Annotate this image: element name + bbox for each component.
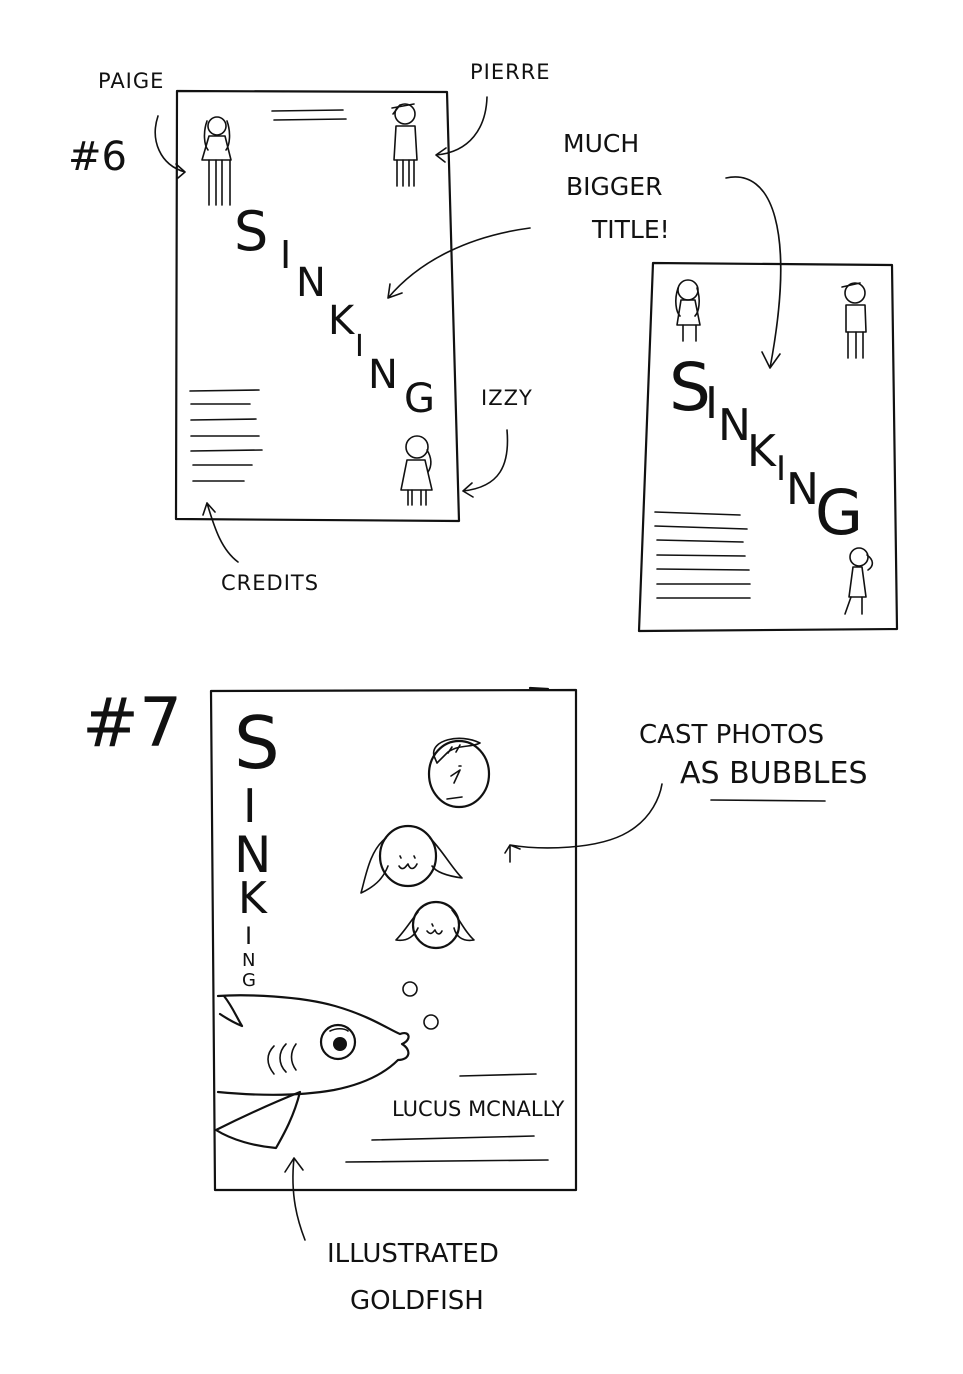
bigger-title-note: MUCH BIGGER TITLE! [563, 129, 670, 244]
title-letter: N [234, 826, 271, 884]
title-letter: N [786, 464, 819, 515]
paige-figure [201, 116, 232, 206]
note-arrow-left [387, 227, 531, 299]
title-letter: I [705, 378, 718, 429]
title-letter: I [776, 449, 786, 489]
izzy-label: IZZY [481, 386, 533, 410]
poster-6-frame [174, 89, 461, 523]
frame-mark [528, 686, 550, 691]
paige-arrow [154, 115, 186, 179]
title-letter: S [234, 200, 268, 263]
izzy-arrow [462, 429, 509, 498]
pierre-arrow [435, 96, 488, 163]
pierre-figure [391, 103, 418, 187]
poster-6-top-lines [271, 109, 347, 121]
note-line: AS BUBBLES [680, 756, 868, 791]
bubbles-arrow [504, 783, 663, 863]
cast-bubble-izzy [395, 900, 475, 950]
title-letter: I [243, 779, 257, 833]
poster-6b-pierre [841, 282, 867, 359]
poster-6b-paige [675, 279, 701, 342]
poster-6b-frame [637, 261, 899, 633]
title-letter: N [718, 400, 751, 451]
cast-photos-note: CAST PHOTOS AS BUBBLES [639, 720, 868, 802]
goldfish-arrow [284, 1157, 306, 1241]
title-letter: G [815, 476, 863, 549]
poster-7-credit-lines [345, 1073, 549, 1163]
title-letter: G [404, 376, 435, 422]
note-line: BIGGER [566, 172, 662, 201]
title-letter: I [280, 233, 291, 277]
note-line: MUCH [563, 129, 639, 158]
note-line: GOLDFISH [350, 1286, 484, 1316]
goldfish-note: ILLUSTRATED GOLDFISH [327, 1239, 499, 1316]
title-letter: K [747, 426, 777, 477]
title-letter: K [328, 298, 356, 344]
title-letter: G [242, 970, 256, 991]
title-letter: N [296, 260, 326, 306]
goldfish-illustration [214, 981, 439, 1150]
paige-label: PAIGE [98, 69, 164, 93]
sketch-7-number: #7 [82, 684, 182, 763]
poster-6b-credit-lines [654, 511, 751, 599]
poster-6-credit-lines [189, 389, 263, 482]
title-letter: N [242, 950, 255, 971]
sketch-6-number: #6 [68, 134, 127, 180]
note-line: ILLUSTRATED [327, 1239, 499, 1269]
sketch-7: #7 S I N K I N G [82, 684, 868, 1316]
title-letter: I [355, 329, 364, 364]
izzy-figure [400, 435, 433, 506]
poster-7-author: LUCUS MCNALLY [392, 1097, 565, 1121]
cast-bubble-paige [360, 824, 463, 894]
note-arrow-right [725, 176, 782, 369]
pierre-label: PIERRE [470, 60, 551, 84]
poster-7-frame [209, 688, 578, 1192]
credits-arrow [202, 502, 239, 563]
cast-bubble-pierre [427, 737, 491, 809]
poster-6-title: S I N K I N G [234, 200, 435, 422]
note-line: TITLE! [591, 215, 670, 244]
title-letter: N [368, 352, 398, 398]
title-letter: S [234, 701, 280, 785]
note-line: CAST PHOTOS [639, 720, 824, 750]
underline [710, 799, 826, 802]
poster-6b-title: S I N K I N G [669, 349, 863, 549]
title-letter: I [245, 922, 252, 950]
title-letter: S [669, 349, 711, 426]
credits-label: CREDITS [221, 571, 319, 595]
poster-7-title: S I N K I N G [234, 701, 280, 991]
sketch-6: #6 PAIGE PIERRE S I N K I [68, 60, 899, 633]
poster-6b-izzy [844, 547, 874, 615]
title-letter: K [238, 873, 268, 924]
